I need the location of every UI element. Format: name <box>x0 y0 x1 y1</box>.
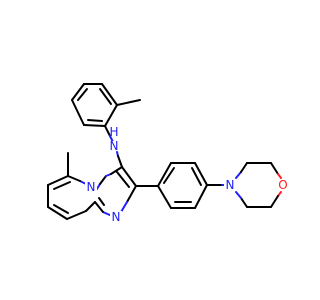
bond <box>94 201 104 213</box>
bond <box>66 210 87 220</box>
bond <box>240 197 248 208</box>
bond <box>163 167 175 184</box>
atom-labels: N H N N N O <box>85 125 289 224</box>
morpholine-o-label: O <box>278 178 287 192</box>
toluidine-ring <box>71 83 141 127</box>
label-background <box>277 179 289 191</box>
bond <box>194 162 208 186</box>
bond <box>235 191 242 199</box>
bond <box>126 185 137 203</box>
phenylene-ring <box>135 162 226 209</box>
methyl-bond <box>116 99 141 106</box>
amine-h-label: H <box>109 125 118 139</box>
bond <box>53 181 71 190</box>
bond <box>277 173 282 179</box>
bond <box>83 124 106 127</box>
amine-n-label: N <box>110 139 119 153</box>
bond <box>120 201 128 213</box>
label-background <box>108 141 120 151</box>
bond <box>99 88 112 105</box>
imidazole-ring <box>94 166 137 217</box>
amine-link <box>104 125 123 168</box>
bond <box>270 162 279 175</box>
bond <box>191 167 202 186</box>
bond <box>98 197 105 206</box>
bond <box>87 119 103 122</box>
bond <box>116 171 130 188</box>
label-background <box>85 181 97 193</box>
bond <box>101 83 118 106</box>
bond <box>85 201 96 212</box>
bond <box>77 88 88 101</box>
bond <box>121 166 137 187</box>
bond <box>71 99 85 126</box>
bridgehead-n-label: N <box>87 180 96 194</box>
bond <box>104 125 111 137</box>
bond <box>157 162 172 187</box>
structure-diagram: N H N N N O <box>47 83 289 224</box>
bond <box>67 175 81 182</box>
imine-n-label: N <box>112 210 121 224</box>
bond <box>99 175 107 185</box>
bond <box>47 206 68 220</box>
bond <box>53 204 69 214</box>
morpholine-n-label: N <box>226 178 235 192</box>
molecule-canvas: N H N N N O <box>47 83 289 224</box>
bond <box>104 104 118 127</box>
label-background <box>110 211 122 223</box>
bond <box>270 195 279 208</box>
pyridine-ring <box>47 152 96 220</box>
bond <box>235 171 242 179</box>
morpholine-ring <box>235 162 282 208</box>
label-background <box>224 179 236 191</box>
bond <box>240 162 248 173</box>
bond <box>194 184 208 209</box>
bond <box>110 166 123 175</box>
bond <box>157 185 172 209</box>
bond <box>117 155 123 168</box>
bond <box>47 175 69 186</box>
bond <box>71 83 85 101</box>
